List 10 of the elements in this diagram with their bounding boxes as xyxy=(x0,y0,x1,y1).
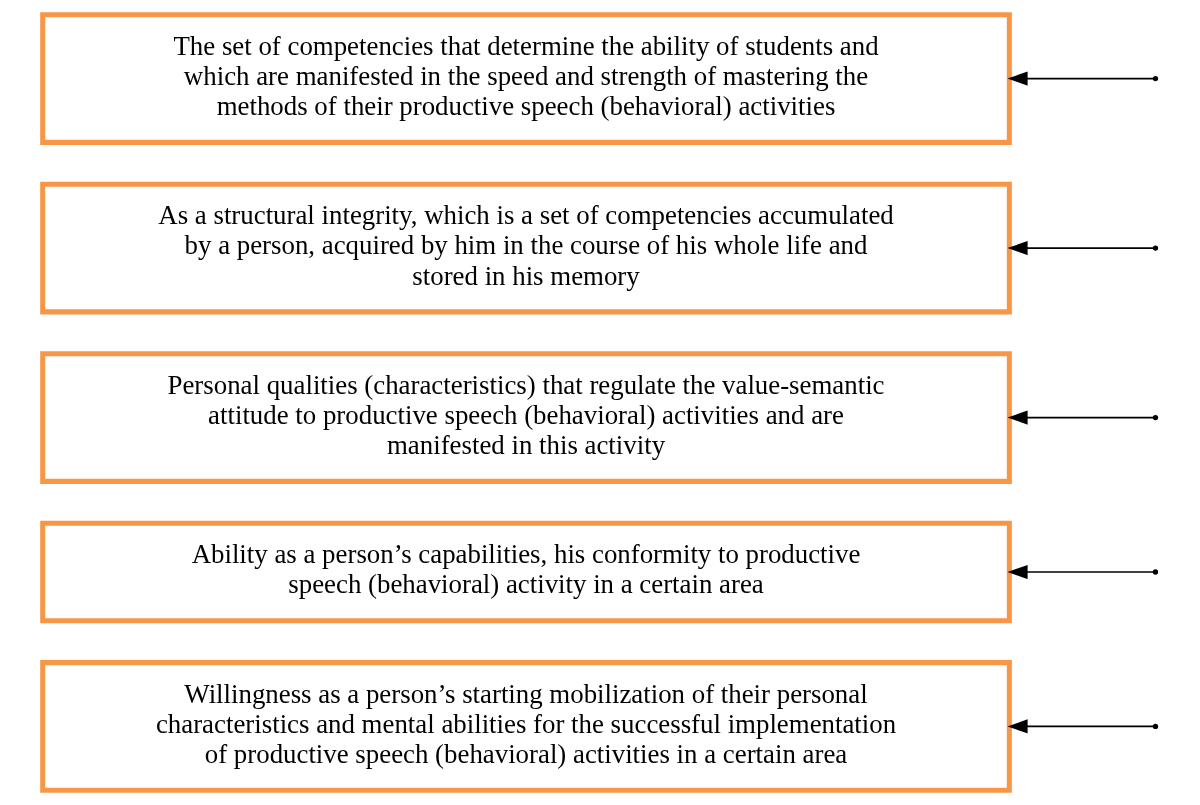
node-box: Willingness as a person’s starting mobilization of their personal characteristics and mental abilities for the successful implementation of productive speech (behavioral) activities in a certain area xyxy=(40,660,1012,793)
node-box: Personal qualities (characteristics) that regulate the value-semantic attitude to productive speech (behavioral) activities and are manifested in this activity xyxy=(40,351,1012,484)
arrow xyxy=(1007,410,1155,425)
node-box: As a structural integrity, which is a set of competencies accumulated by a person, acquired by him in the course of his whole life and stored in his memory xyxy=(40,181,1012,315)
node-box: Ability as a person’s capabilities, his conformity to productive speech (behavioral) activity in a certain area xyxy=(40,520,1012,624)
arrow xyxy=(1007,564,1155,580)
arrow xyxy=(1007,719,1155,734)
arrow xyxy=(1007,71,1155,86)
node-box: The set of competencies that determine the ability of students and which are manifested in the speed and strength of mastering the methods of their productive speech (behavioral) activities xyxy=(40,12,1012,145)
arrow xyxy=(1007,241,1155,256)
